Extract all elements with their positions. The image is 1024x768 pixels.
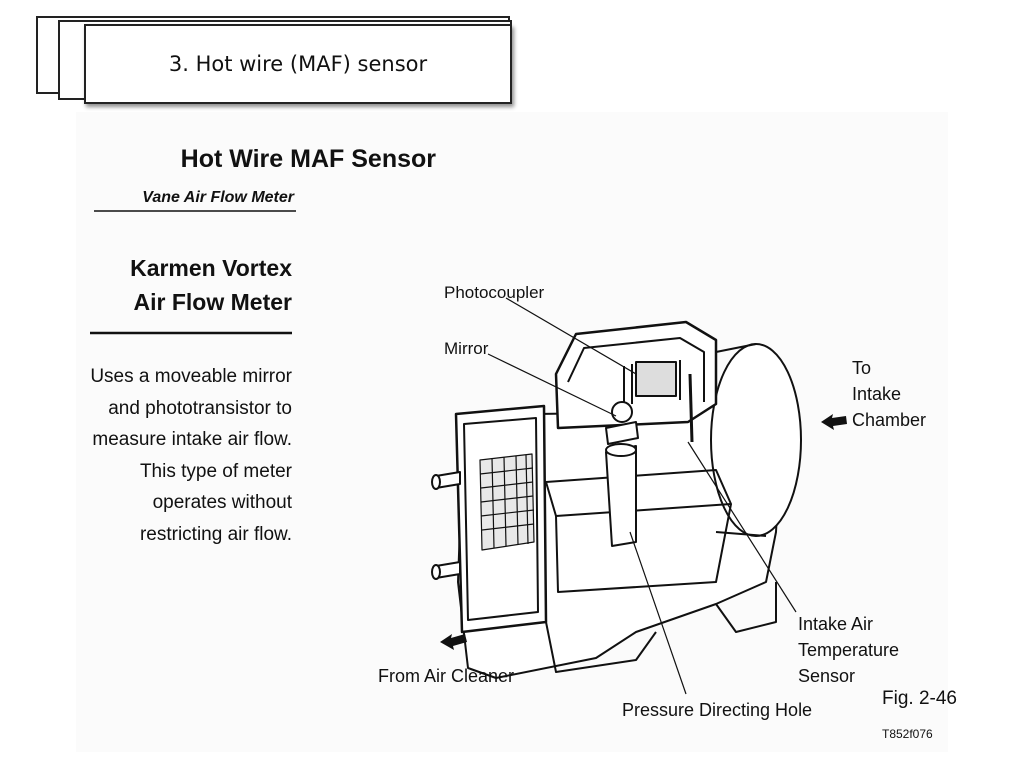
figure-subheading: Vane Air Flow Meter (142, 189, 295, 206)
outlet-tube-top-edge (715, 343, 757, 353)
inlet-flow-arrow-icon (440, 634, 467, 650)
sensor-illustration (431, 320, 802, 679)
photocoupler-unit (635, 361, 677, 397)
temperature-probe (688, 373, 694, 443)
label-intake-air-temp-line-3: Sensor (798, 666, 855, 686)
housing-base (545, 621, 657, 673)
description-line: This type of meter (140, 461, 293, 482)
description-line: measure intake air flow. (92, 429, 292, 450)
outlet-flow-arrow-icon (821, 414, 847, 430)
description-line: operates without (153, 492, 293, 513)
section-title-line-2: Air Flow Meter (134, 289, 293, 315)
inlet-flange-inner (463, 417, 539, 621)
honeycomb-grid (479, 453, 535, 551)
label-photocoupler: Photocoupler (444, 283, 545, 302)
figure-heading: Hot Wire MAF Sensor (181, 145, 437, 173)
label-intake-air-temp-line-2: Temperature (798, 640, 899, 660)
section-title-line-1: Karmen Vortex (130, 255, 292, 281)
title-tab: 3. Hot wire (MAF) sensor (84, 24, 512, 104)
label-intake-air-temp-line-1: Intake Air (798, 614, 873, 634)
maf-figure: Hot Wire MAF Sensor Vane Air Flow Meter … (76, 112, 957, 752)
internal-channel-lower (555, 503, 732, 593)
label-pressure-directing-hole: Pressure Directing Hole (622, 700, 812, 720)
description-line: restricting air flow. (140, 524, 292, 545)
pressure-tube (605, 445, 637, 547)
label-to-intake-line-3: Chamber (852, 410, 926, 430)
title-tab-stack: 3. Hot wire (MAF) sensor (36, 14, 516, 106)
leader-lines (487, 297, 797, 695)
outlet-tube-bottom-edge (715, 531, 767, 537)
description-line: Uses a moveable mirror (90, 366, 292, 387)
maf-figure-drawing: Hot Wire MAF Sensor Vane Air Flow Meter … (90, 145, 957, 741)
slide-title: 3. Hot wire (MAF) sensor (168, 52, 428, 76)
photocoupler-housing-inner (567, 337, 705, 402)
fig-number: Fig. 2-46 (882, 688, 957, 709)
label-from-air-cleaner: From Air Cleaner (378, 666, 514, 686)
pressure-tube-top (605, 443, 637, 457)
label-mirror: Mirror (444, 339, 489, 358)
fig-code: T852f076 (882, 727, 933, 741)
description-line: and phototransistor to (108, 398, 292, 419)
mirror-disc (611, 401, 633, 423)
mirror-plate (605, 421, 639, 445)
label-to-intake-line-2: Intake (852, 384, 901, 404)
mounting-stud-top (431, 471, 461, 490)
photocoupler-leads (623, 360, 681, 404)
housing-foot (715, 582, 777, 633)
label-to-intake-line-1: To (852, 358, 871, 378)
outlet-tube (710, 343, 802, 537)
mounting-stud-bottom (431, 561, 461, 580)
